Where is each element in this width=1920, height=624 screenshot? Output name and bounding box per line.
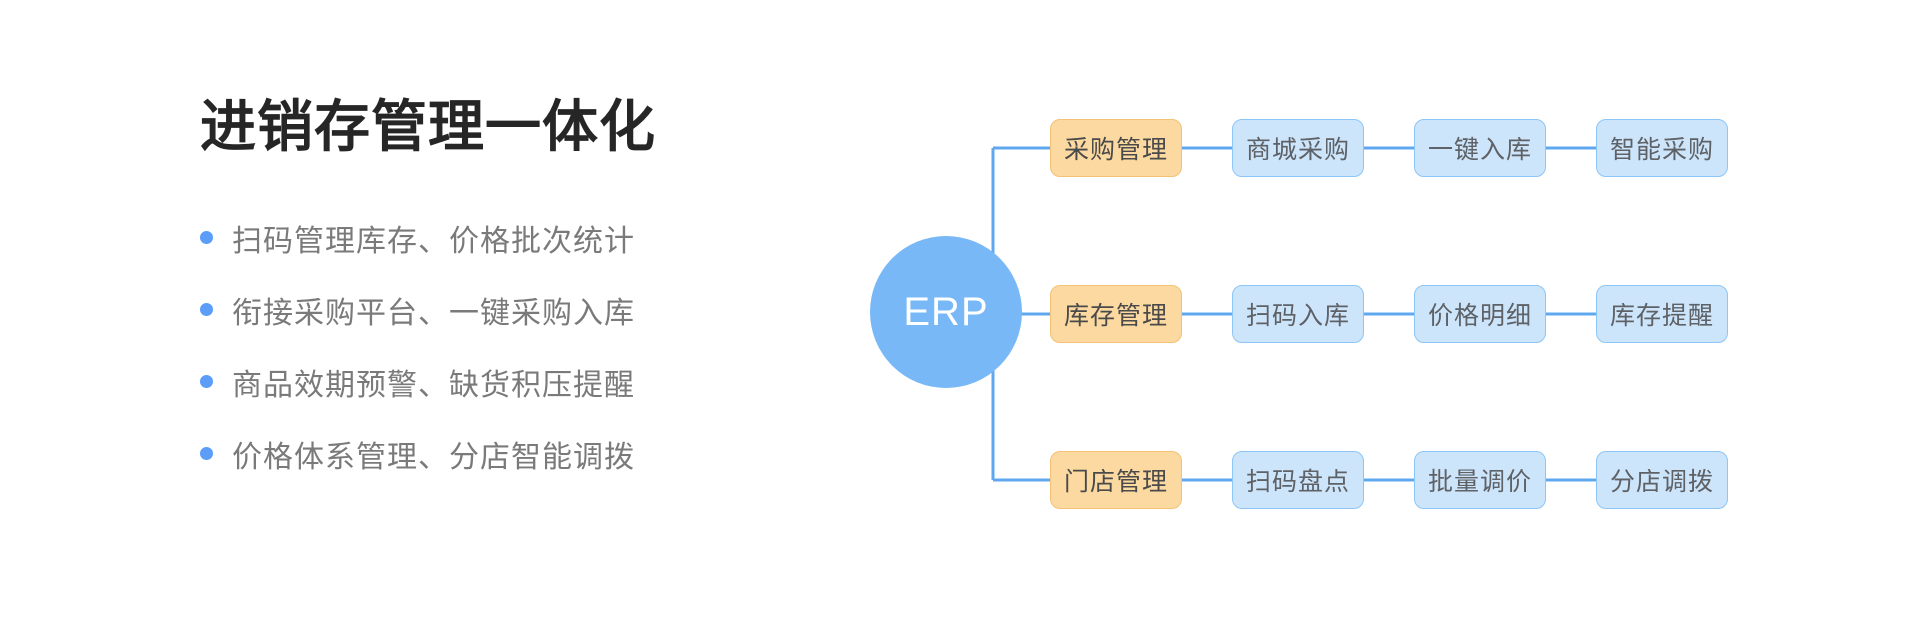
list-item: 衔接采购平台、一键采购入库 <box>200 274 780 346</box>
node-child-one-click-instock[interactable]: 一键入库 <box>1414 119 1546 177</box>
bullet-dot-icon <box>200 375 213 389</box>
feature-label: 衔接采购平台、一键采购入库 <box>232 296 635 330</box>
node-primary-store[interactable]: 门店管理 <box>1050 451 1182 509</box>
node-child-bulk-repricing[interactable]: 批量调价 <box>1414 451 1546 509</box>
bullet-dot-icon <box>200 231 213 245</box>
list-item: 扫码管理库存、价格批次统计 <box>200 202 780 274</box>
node-child-price-detail[interactable]: 价格明细 <box>1414 285 1546 343</box>
bullet-dot-icon <box>200 303 213 317</box>
node-child-smart-purchase[interactable]: 智能采购 <box>1596 119 1728 177</box>
hub-node-erp[interactable]: ERP <box>870 236 1022 388</box>
node-child-branch-transfer[interactable]: 分店调拨 <box>1596 451 1728 509</box>
feature-label: 商品效期预警、缺货积压提醒 <box>232 368 635 402</box>
erp-tree-diagram: ERP 采购管理 商城采购 一键入库 智能采购 库存管理 扫码入库 价格明细 库… <box>860 0 1920 624</box>
feature-label: 扫码管理库存、价格批次统计 <box>232 224 635 258</box>
node-child-stock-alert[interactable]: 库存提醒 <box>1596 285 1728 343</box>
list-item: 商品效期预警、缺货积压提醒 <box>200 346 780 418</box>
page-title: 进销存管理一体化 <box>200 95 656 158</box>
left-text-panel: 进销存管理一体化 扫码管理库存、价格批次统计 衔接采购平台、一键采购入库 商品效… <box>200 96 780 490</box>
feature-label: 价格体系管理、分店智能调拨 <box>232 440 635 474</box>
node-child-scan-stocktake[interactable]: 扫码盘点 <box>1232 451 1364 509</box>
node-primary-purchasing[interactable]: 采购管理 <box>1050 119 1182 177</box>
node-child-mall-purchase[interactable]: 商城采购 <box>1232 119 1364 177</box>
bullet-dot-icon <box>200 447 213 461</box>
node-primary-inventory[interactable]: 库存管理 <box>1050 285 1182 343</box>
connector-lines <box>991 146 1596 482</box>
node-child-scan-instock[interactable]: 扫码入库 <box>1232 285 1364 343</box>
feature-list: 扫码管理库存、价格批次统计 衔接采购平台、一键采购入库 商品效期预警、缺货积压提… <box>200 202 780 490</box>
hub-label: ERP <box>903 289 989 334</box>
list-item: 价格体系管理、分店智能调拨 <box>200 418 780 490</box>
